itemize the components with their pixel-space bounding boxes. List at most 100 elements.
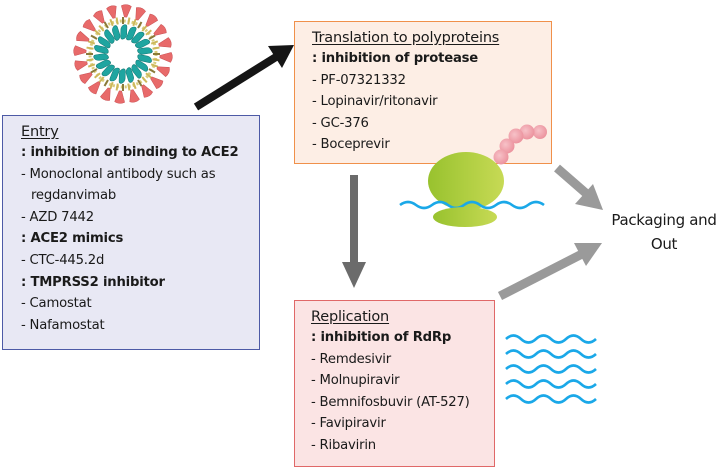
entry-list: : inhibition of binding to ACE2 - Monoclo…: [21, 142, 259, 336]
nucleocapsid-segment: [125, 67, 134, 83]
translation-list: : inhibition of protease- PF-07321332- L…: [312, 48, 551, 156]
nucleocapsid-segment: [94, 45, 109, 54]
spike-protein: [141, 84, 153, 98]
membrane-protein: [152, 58, 160, 62]
replication-box: Replication : inhibition of RdRp - Remdes…: [294, 300, 495, 467]
nucleocapsid-segment: [109, 67, 120, 82]
membrane-protein: [115, 83, 119, 91]
replication-drug-item: - Bemnifosbuvir (AT-527): [311, 394, 470, 410]
membrane-protein: [86, 58, 94, 62]
arrow-replication-to-packaging: [497, 243, 602, 301]
membrane-protein: [94, 72, 101, 79]
spike-protein: [74, 60, 88, 71]
membrane-protein: [98, 76, 105, 83]
packaging-line-1: Packaging and: [611, 211, 717, 229]
membrane-protein: [103, 79, 109, 87]
entry-mechanism-heading: : ACE2 mimics: [21, 231, 124, 247]
spike-protein: [88, 81, 101, 95]
translation-drug-item: - Boceprevir: [312, 137, 390, 153]
spike-protein: [100, 87, 111, 101]
packaging-label: Packaging and Out: [600, 208, 724, 256]
replication-drug-item: - Favipiravir: [311, 416, 386, 432]
membrane-protein: [94, 29, 101, 36]
entry-drug-item: - AZD 7442: [21, 209, 94, 225]
nucleocapsid-segment: [118, 68, 126, 84]
membrane-protein: [127, 17, 131, 25]
nucleocapsid-segment: [135, 39, 151, 49]
spike-protein: [150, 76, 164, 89]
entry-title: Entry: [21, 124, 59, 140]
membrane-protein: [148, 34, 156, 40]
membrane-protein: [109, 81, 114, 90]
membrane-protein: [145, 29, 152, 36]
membrane-protein: [145, 72, 152, 79]
replication-list: : inhibition of RdRp - Remdesivir - Molnup…: [311, 327, 494, 457]
spike-protein: [121, 4, 132, 18]
nucleocapsid-segment: [95, 59, 111, 69]
nucleocapsid-segment: [137, 54, 152, 63]
membrane-protein: [115, 17, 119, 25]
replication-drug-item: - Ribavirin: [311, 437, 376, 453]
spike-protein: [79, 72, 93, 84]
nucleocapsid-segment: [93, 53, 109, 61]
spike-protein: [153, 24, 167, 36]
entry-mechanism-heading: : TMPRSS2 inhibitor: [21, 274, 165, 290]
membrane-protein: [98, 25, 105, 32]
entry-drug-item: - Nafamostat: [21, 317, 105, 333]
membrane-protein: [90, 68, 98, 74]
spike-protein: [159, 52, 173, 63]
nucleocapsid-segment: [120, 24, 128, 40]
membrane-protein: [141, 25, 148, 32]
translation-drug-item: - Lopinavir/ritonavir: [312, 94, 438, 110]
arrow-translation-to-replication: [342, 175, 366, 288]
translation-box: Translation to polyproteins : inhibition…: [294, 21, 552, 164]
spike-protein: [158, 37, 172, 48]
arrow-entry-to-translation: [193, 45, 294, 111]
spike-protein: [93, 10, 105, 24]
nucleocapsid-segment: [137, 47, 153, 55]
membrane-protein: [152, 46, 160, 50]
membrane-protein: [132, 18, 137, 27]
spike-protein: [156, 66, 170, 77]
replication-mechanism-heading: : inhibition of RdRp: [311, 330, 452, 345]
membrane-protein: [137, 79, 143, 87]
membrane-protein: [122, 84, 124, 91]
membrane-protein: [137, 21, 143, 29]
nucleocapsid-segment: [126, 26, 137, 41]
nucleocapsid-segment: [97, 36, 111, 49]
membrane-protein: [132, 81, 137, 90]
membrane-protein: [153, 53, 160, 55]
entry-box: Entry : inhibition of binding to ACE2 - M…: [2, 115, 260, 350]
spike-protein: [135, 7, 146, 21]
membrane-protein: [86, 46, 94, 50]
spike-protein: [114, 90, 125, 104]
entry-mechanism-heading: : inhibition of binding to ACE2: [21, 145, 239, 160]
replication-title: Replication: [311, 309, 390, 325]
nucleocapsid-segment: [112, 25, 121, 41]
translation-title: Translation to polyproteins: [312, 30, 500, 46]
translation-mechanism-heading: : inhibition of protease: [312, 51, 479, 66]
membrane-protein: [86, 53, 93, 55]
packaging-line-2: Out: [650, 235, 678, 253]
spike-protein: [129, 89, 140, 103]
membrane-protein: [141, 76, 148, 83]
translation-drug-item: - GC-376: [312, 115, 369, 131]
membrane-protein: [87, 40, 96, 45]
membrane-protein: [109, 18, 114, 27]
membrane-protein: [148, 68, 156, 74]
arrow-translation-to-packaging: [554, 164, 603, 210]
entry-drug-item: - Monoclonal antibody such as: [21, 166, 216, 182]
membrane-protein: [90, 34, 98, 40]
membrane-protein: [127, 83, 131, 91]
nucleocapsid-segment: [104, 29, 115, 44]
nucleocapsid-segment: [131, 64, 142, 79]
entry-drug-item: regdanvimab: [31, 188, 116, 204]
replication-drug-item: - Remdesivir: [311, 351, 391, 367]
entry-drug-item: - CTC-445.2d: [21, 252, 105, 268]
nucleocapsid-segment: [101, 64, 115, 77]
coronavirus-icon: [73, 4, 173, 104]
replication-drug-item: - Molnupiravir: [311, 373, 400, 389]
nucleocapsid-segment: [131, 31, 145, 44]
membrane-protein: [150, 40, 159, 45]
